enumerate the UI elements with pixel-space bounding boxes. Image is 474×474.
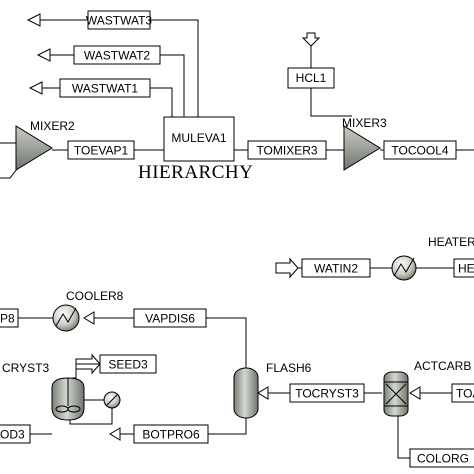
stream-label-hcl1: HCL1	[296, 71, 327, 85]
block-label-muleva1: MULEVA1	[171, 131, 226, 145]
stream-wastwat2[interactable]: WASTWAT2	[36, 45, 185, 117]
agitator-icon	[67, 405, 81, 413]
cooler8-block[interactable]: COOLER8	[52, 289, 124, 332]
block-label-mixer2: MIXER2	[30, 119, 75, 133]
stream-label-colorg: COLORG	[417, 452, 469, 466]
heat-exchanger-icon	[393, 257, 415, 277]
arrow-left-icon	[409, 386, 421, 400]
mixer-triangle-icon	[343, 125, 381, 171]
stream-tomixer3[interactable]: TOMIXER3	[234, 140, 344, 160]
actcarb-block[interactable]: ACTCARB	[383, 359, 471, 417]
hierarchy-label: HIERARCHY	[138, 162, 253, 183]
arrow-down-icon	[301, 32, 321, 47]
block-label-actcarb: ACTCARB	[414, 359, 471, 373]
stream-label-wastwat3: WASTWAT3	[86, 14, 153, 28]
stream-label-botpro6: BOTPRO6	[142, 428, 200, 442]
stream-wastwat1[interactable]: WASTWAT1	[28, 78, 173, 117]
stream-label-od3: OD3	[0, 428, 25, 442]
stream-heater-out[interactable]: HE	[416, 258, 474, 278]
stream-tocool4[interactable]: TOCOOL4	[380, 140, 474, 160]
block-label-cryst3: CRYST3	[2, 361, 49, 375]
arrow-right-icon	[275, 257, 299, 279]
stream-toa[interactable]: TOA	[409, 383, 474, 403]
stream-label-wastwat1: WASTWAT1	[72, 82, 139, 96]
mixer2-block[interactable]: MIXER2	[0, 119, 75, 179]
block-label-mixer3: MIXER3	[342, 116, 387, 130]
stream-label-wastwat2: WASTWAT2	[84, 49, 151, 63]
cryst3-block[interactable]: CRYST3	[2, 361, 121, 425]
stream-toevap1[interactable]: TOEVAP1	[52, 140, 164, 160]
stream-label-seed3: SEED3	[108, 358, 148, 372]
heater-block[interactable]: HEATER	[391, 235, 474, 281]
arrow-left-icon	[36, 48, 51, 62]
arrow-left-icon	[26, 13, 41, 27]
block-label-flash6: FLASH6	[266, 361, 312, 375]
mixer-triangle-icon	[15, 125, 53, 171]
stream-wastwat3[interactable]: WASTWAT3	[26, 10, 199, 117]
stream-hcl1[interactable]: HCL1	[287, 32, 352, 117]
block-label-heater: HEATER	[428, 235, 474, 249]
stream-botpro6[interactable]: BOTPRO6	[109, 418, 247, 444]
stream-watin2[interactable]: WATIN2	[275, 257, 392, 279]
muleva1-block[interactable]: MULEVA1 HIERARCHY	[138, 116, 253, 183]
mixer3-block[interactable]: MIXER3	[342, 116, 387, 171]
block-label-cooler8: COOLER8	[66, 289, 124, 303]
stream-label-tocryst3: TOCRYST3	[295, 387, 359, 401]
stream-label-tocool4: TOCOOL4	[391, 144, 448, 158]
stream-p8[interactable]: P8	[0, 308, 53, 328]
arrow-left-icon	[83, 311, 95, 325]
stream-colorg[interactable]: COLORG	[397, 416, 474, 468]
arrow-left-icon	[109, 427, 121, 441]
stream-label-toa: TOA	[456, 387, 474, 401]
stream-od3[interactable]: OD3	[0, 424, 52, 444]
flash6-block[interactable]: FLASH6	[233, 361, 312, 419]
stream-label-he: HE	[458, 262, 474, 276]
arrow-left-icon	[28, 81, 43, 95]
flash-drum-icon	[233, 367, 259, 419]
stream-label-watin2: WATIN2	[314, 262, 358, 276]
stream-label-toevap1: TOEVAP1	[74, 144, 129, 158]
arrow-left-icon	[257, 386, 269, 400]
heat-exchanger-icon	[55, 307, 77, 327]
stream-tocryst3[interactable]: TOCRYST3	[257, 383, 382, 403]
stream-seed3[interactable]: SEED3	[72, 353, 157, 379]
stream-label-p8: P8	[0, 312, 15, 326]
stream-label-vapdis6: VAPDIS6	[145, 312, 195, 326]
stream-label-tomixer3: TOMIXER3	[256, 144, 317, 158]
stream-vapdis6[interactable]: VAPDIS6	[83, 308, 247, 368]
